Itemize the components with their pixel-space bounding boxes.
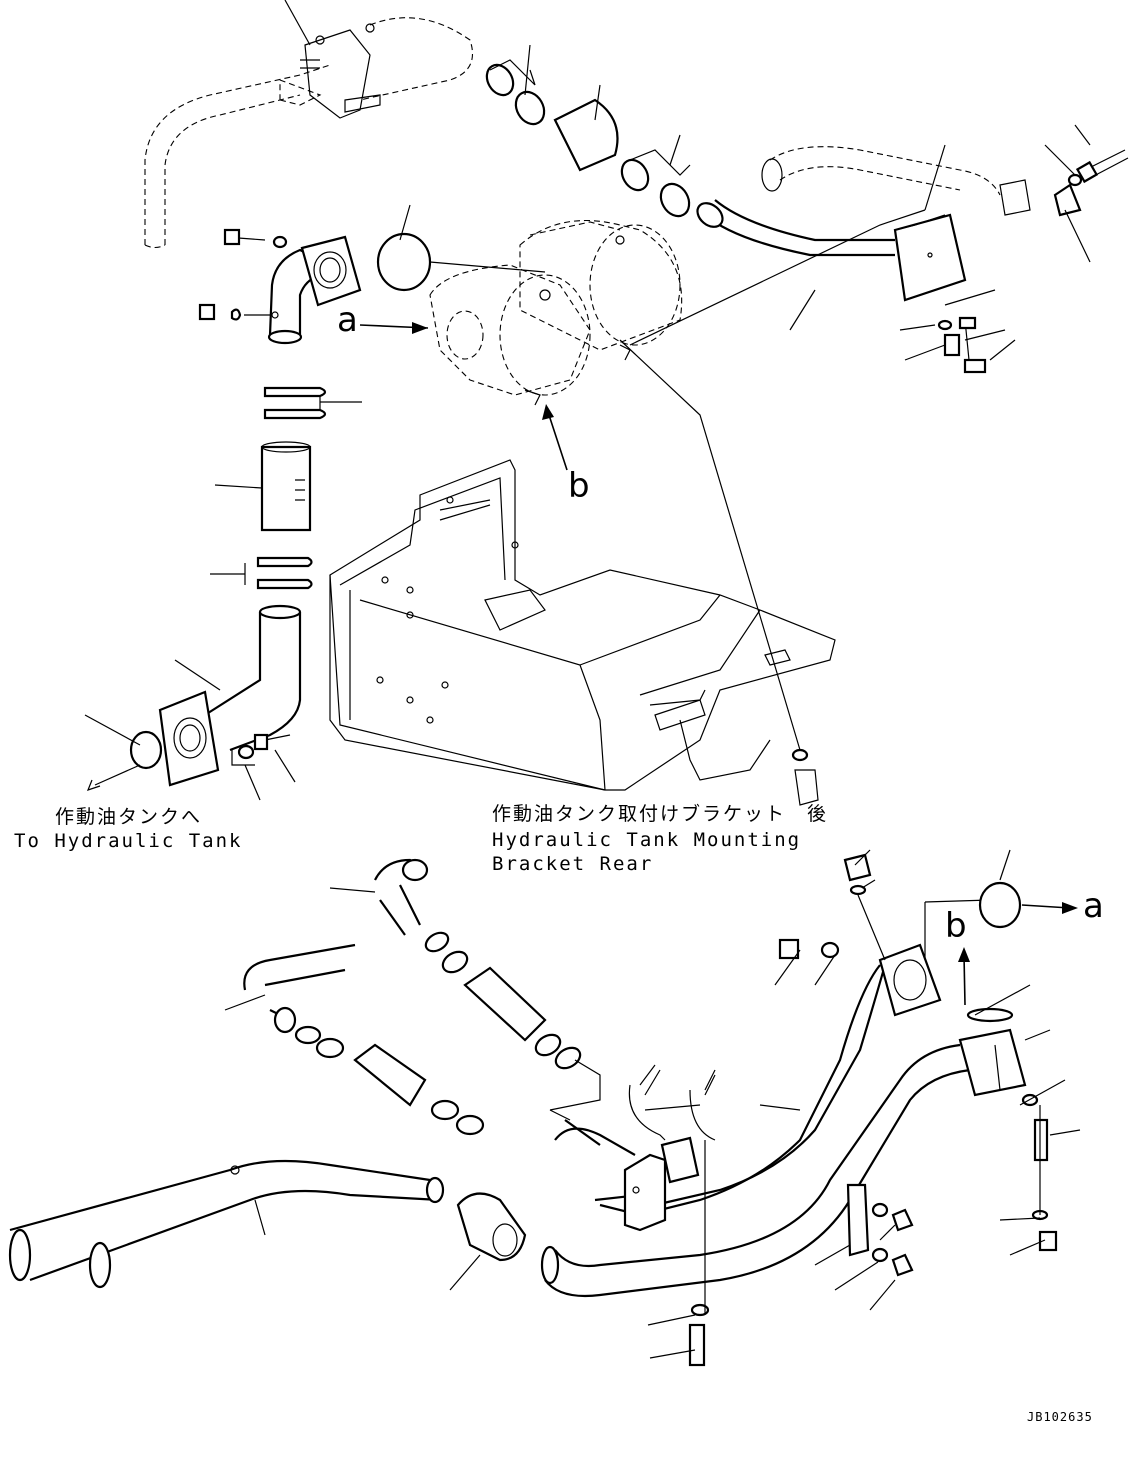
lower-view-arrows <box>958 881 1078 1006</box>
upper-pump-housings <box>376 204 683 406</box>
lower-coupling <box>449 1192 527 1291</box>
upper-left-sleeve-set <box>210 386 362 590</box>
upper-right-tube <box>696 199 967 302</box>
upper-dashed-hose <box>144 17 474 249</box>
caption-bracket-en-line1: Hydraulic Tank Mounting <box>492 829 802 851</box>
caption-bracket-jp: 作動油タンク取付けブラケット 後 <box>492 803 829 825</box>
drawing-reference-number: JB102635 <box>1027 1410 1093 1424</box>
upper-view-arrows <box>359 322 568 471</box>
callout-a-lower: a <box>1083 886 1104 926</box>
lower-left-hose <box>224 943 485 1136</box>
upper-left-elbow <box>198 228 362 345</box>
caption-to-tank-en: To Hydraulic Tank <box>14 830 243 852</box>
upper-leader-lines <box>284 0 1091 361</box>
lower-main-tubes <box>540 943 1027 1298</box>
upper-frame-bracket <box>329 339 836 806</box>
caption-bracket-en-line2: Bracket Rear <box>492 853 654 875</box>
lower-fasteners <box>688 853 1058 1367</box>
callout-b-lower: b <box>945 906 967 946</box>
callout-a-upper: a <box>337 300 358 340</box>
upper-left-lower-elbow <box>84 604 302 801</box>
lower-long-hose <box>8 1159 445 1289</box>
lower-leader-lines <box>549 849 1081 1359</box>
callout-b-upper: b <box>568 466 590 506</box>
upper-right-dashed-hose <box>761 146 1031 216</box>
lower-u-bolts <box>628 1069 716 1141</box>
caption-to-tank-jp: 作動油タンクへ <box>55 806 203 828</box>
upper-valve-block <box>300 23 381 119</box>
upper-right-bolts <box>937 149 1129 374</box>
upper-clamp-set <box>485 59 691 218</box>
lower-top-hose <box>329 858 582 1070</box>
